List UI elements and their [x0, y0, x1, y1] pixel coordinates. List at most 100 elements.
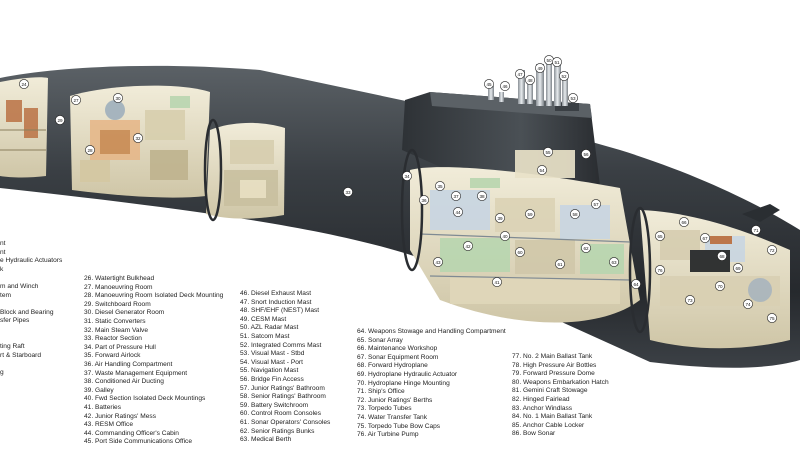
legend-entry: 50. AZL Radar Mast — [240, 324, 299, 332]
legend-entry: 74. Water Transfer Tank — [357, 413, 427, 421]
callout-marker: 64 — [631, 279, 641, 289]
legend-entry: 33. Reactor Section — [84, 335, 142, 343]
legend-fragment: Block and Bearing — [0, 308, 54, 316]
callout-marker: 58 — [570, 209, 580, 219]
callout-marker: 46 — [500, 81, 510, 91]
callout-number: 68 — [719, 254, 725, 259]
legend-entry: 77. No. 2 Main Ballast Tank — [512, 353, 593, 360]
legend-entry: 76. Air Turbine Pump — [357, 431, 419, 439]
legend-entry: 82. Hinged Fairlead — [512, 395, 570, 403]
masts — [488, 58, 568, 106]
legend-entry: 47. Snort Induction Mast — [240, 298, 312, 306]
callout-number: 66 — [681, 220, 687, 225]
legend-entry: 59. Battery Switchroom — [240, 401, 309, 409]
legend-entry: 69. Hydroplane Hydraulic Actuator — [357, 370, 458, 378]
legend-entry: 63. Medical Berth — [240, 436, 292, 444]
callout-number: 51 — [554, 60, 560, 65]
legend-entry: 60. Control Room Consoles — [240, 410, 321, 418]
callout-number: 73 — [687, 298, 693, 303]
legend-entry: 65. Sonar Array — [357, 336, 403, 344]
legend-entry: 54. Visual Mast - Port — [240, 358, 303, 366]
callout-number: 42 — [465, 244, 471, 249]
callout-marker: 75 — [767, 313, 777, 323]
legend-entry: 43. RESM Office — [84, 421, 133, 429]
callout-number: 75 — [769, 316, 775, 321]
callout-marker: 32 — [133, 133, 143, 143]
callout-number: 64 — [633, 282, 639, 287]
legend-fragment — [0, 326, 72, 335]
callout-marker: 63 — [609, 257, 619, 267]
callout-number: 57 — [593, 202, 599, 207]
callout-marker: 43 — [433, 257, 443, 267]
legend-entry: 56. Bridge Fin Access — [240, 375, 304, 383]
legend-entry: 71. Ship's Office — [357, 388, 405, 396]
callout-marker: 55 — [543, 147, 553, 157]
legend-entry: 86. Bow Sonar — [512, 430, 556, 438]
legend-entry: 49. CESM Mast — [240, 315, 287, 323]
legend-entry: 80. Weapons Embarkation Hatch — [512, 378, 609, 386]
callout-number: 56 — [583, 152, 589, 157]
callout-marker: 37 — [451, 191, 461, 201]
callout-marker: 71 — [751, 225, 761, 235]
callout-marker: 68 — [717, 251, 727, 261]
callout-number: 54 — [539, 168, 545, 173]
callout-number: 55 — [545, 150, 551, 155]
callout-number: 43 — [435, 260, 441, 265]
callout-marker: 50 — [544, 55, 554, 65]
callout-marker: 53 — [568, 93, 578, 103]
legend-entry: 79. Forward Pressure Dome — [512, 370, 595, 378]
callout-number: 65 — [657, 234, 663, 239]
legend-entry: 67. Sonar Equipment Room — [357, 353, 439, 361]
callout-marker: 51 — [552, 57, 562, 67]
legend-fragment: tem — [0, 291, 11, 299]
legend-entry: 42. Junior Ratings' Mess — [84, 412, 156, 420]
callout-marker: 76 — [655, 265, 665, 275]
legend-fragment — [0, 274, 72, 283]
callout-number: 63 — [611, 260, 617, 265]
callout-number: 60 — [517, 250, 523, 255]
callout-number: 24 — [21, 82, 27, 87]
legend-entry: 27. Manoeuvring Room — [84, 283, 153, 291]
callout-marker: 44 — [453, 207, 463, 217]
callout-marker: 61 — [555, 259, 565, 269]
callout-number: 36 — [421, 198, 427, 203]
callout-number: 48 — [527, 78, 533, 83]
legend-entry: 48. SHF/EHF (NEST) Mast — [240, 307, 320, 315]
legend-entry: 46. Diesel Exhaust Mast — [240, 290, 312, 297]
legend-fragment: sfer Pipes — [0, 317, 30, 325]
callout-number: 32 — [135, 136, 141, 141]
legend-entry: 45. Port Side Communications Office — [84, 438, 192, 446]
legend-fragment — [0, 300, 72, 309]
callout-marker: 52 — [559, 71, 569, 81]
legend-entry: 85. Anchor Cable Locker — [512, 421, 585, 429]
callout-marker: 56 — [581, 149, 591, 159]
legend-fragment: m and Winch — [0, 282, 39, 290]
legend-fragment: nt — [0, 248, 6, 256]
callout-number: 76 — [657, 268, 663, 273]
callout-marker: 54 — [537, 165, 547, 175]
callout-number: 34 — [404, 174, 410, 179]
legend-entry: 68. Forward Hydroplane — [357, 362, 428, 370]
callout-number: 49 — [537, 66, 543, 71]
legend-entry: 57. Junior Ratings' Bathroom — [240, 384, 325, 392]
callout-number: 44 — [455, 210, 461, 215]
legend-entry: 83. Anchor Windlass — [512, 404, 573, 412]
callout-marker: 69 — [733, 263, 743, 273]
callout-marker: 34 — [402, 171, 412, 181]
legend-entry: 35. Forward Airlock — [84, 352, 141, 360]
callout-marker: 47 — [515, 69, 525, 79]
legend-fragment: e Hydraulic Actuators — [0, 257, 63, 265]
legend-entry: 28. Manoeuvring Room Isolated Deck Mount… — [84, 292, 224, 300]
legend-entry: 34. Part of Pressure Hull — [84, 343, 156, 351]
callout-marker: 39 — [495, 213, 505, 223]
legend-entry: 81. Gemini Craft Stowage — [512, 387, 588, 395]
callout-number: 71 — [753, 228, 759, 233]
legend-entry: 32. Main Steam Valve — [84, 326, 149, 334]
callout-marker: 57 — [591, 199, 601, 209]
callout-marker: 49 — [535, 63, 545, 73]
callout-marker: 35 — [435, 181, 445, 191]
